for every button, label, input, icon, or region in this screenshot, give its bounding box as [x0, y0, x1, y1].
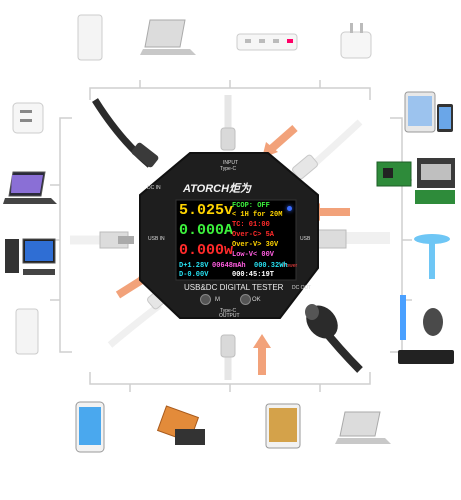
mah-readout: 00648mAh [212, 262, 246, 270]
voltage-readout: 5.025v [179, 202, 234, 219]
dplus-readout: D+1.28V [179, 262, 209, 270]
brand-name-cn: 炬为 [229, 183, 252, 195]
model-label: USB&DC DIGITAL TESTER [184, 283, 284, 292]
arrow-top-right [267, 124, 298, 154]
power-led [287, 206, 292, 211]
brand-logo: ATORCH炬为 [183, 180, 251, 196]
label-usb-out: USB [300, 236, 311, 242]
label-button-m: M [215, 297, 220, 303]
power-strip-icon [236, 33, 298, 51]
elapsed-time: 000:45:19T [232, 271, 275, 279]
fcop-status: FCOP: OFF [232, 202, 270, 210]
power-readout: 0.000w [179, 242, 234, 259]
m-button[interactable] [200, 294, 211, 305]
current-readout: 0.000A [179, 222, 234, 239]
over-voltage: Over-V> 30V [232, 241, 279, 249]
usb-wall-charger-left-icon [12, 102, 44, 134]
label-output: OUTPUT [219, 313, 240, 319]
dc-plug-top-left [131, 142, 159, 168]
label-dc-out: DC OUT [292, 285, 312, 291]
tablet-bottom-icon [265, 403, 301, 449]
typec-plug-top [220, 127, 236, 151]
load-board-bottom-icon [156, 405, 205, 445]
usb-lamp-mouse-keyboard-icon [398, 295, 454, 364]
label-button-ok: OK [252, 297, 261, 303]
label-input: INPUT [223, 160, 238, 166]
over-current: Over-C> 5A [232, 231, 275, 239]
laptop-left-icon [3, 171, 57, 204]
dminus-readout: D-0.00V [179, 271, 209, 279]
label-dc-in: DC IN [147, 185, 161, 191]
power-bank-top-icon [77, 14, 103, 61]
timer-setting: < 1H for 20M [232, 211, 283, 219]
label-power: Power [283, 263, 298, 269]
ok-button[interactable] [240, 294, 251, 305]
laptop-top-icon [140, 19, 196, 55]
usb-fan-icon [414, 234, 450, 279]
wh-readout: 000.32Wh [254, 262, 288, 270]
electronic-load-modules-icon [376, 158, 455, 204]
label-typec-top: Type-C [220, 166, 237, 172]
brand-name: ATORCH [183, 183, 230, 195]
laptop-bottom-icon [335, 411, 391, 444]
tablet-and-phone-icon [404, 91, 453, 133]
label-usb-in: USB IN [148, 236, 165, 242]
smartphone-bottom-icon [75, 401, 105, 453]
desktop-computer-icon [5, 238, 56, 275]
label-typec-bottom: Type-C [220, 308, 237, 314]
low-voltage: Low-V< 00V [232, 251, 275, 259]
tc-setting: TC: 01:00 [232, 221, 270, 229]
wall-charger-top-icon [340, 23, 372, 59]
power-bank-left-icon [15, 308, 39, 355]
